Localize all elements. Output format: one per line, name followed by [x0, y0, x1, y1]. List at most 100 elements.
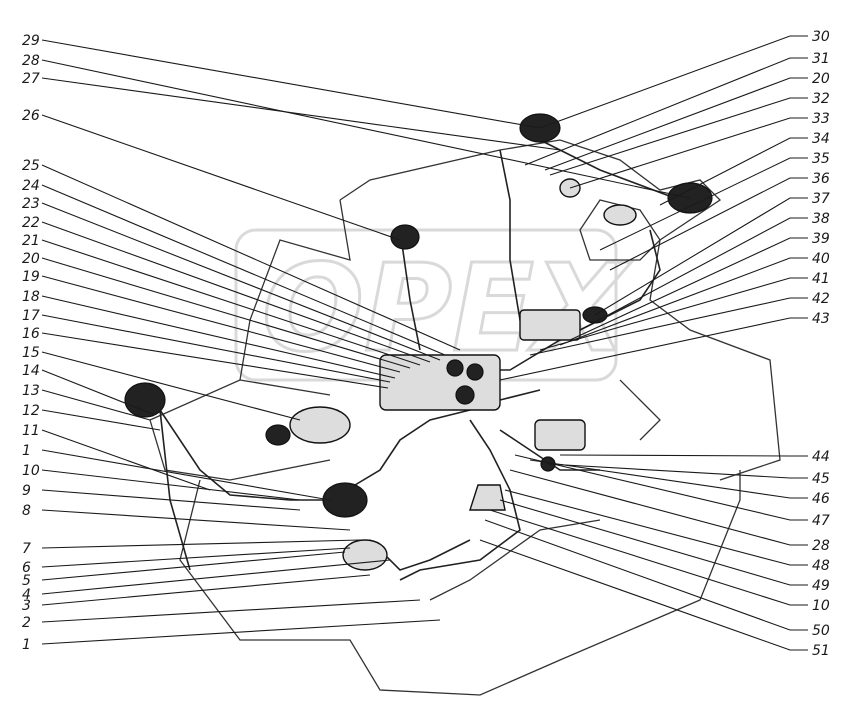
callout-number: 28 [812, 538, 830, 554]
right-callout-51: 51 [479, 539, 830, 659]
leader-line [539, 277, 808, 351]
ignition-coil [469, 484, 506, 511]
left-callout-19: 19 [22, 269, 401, 373]
leader-line [594, 197, 808, 316]
callout-number: 37 [812, 191, 830, 207]
left-callout-25: 25 [22, 158, 461, 351]
callout-number: 44 [812, 449, 830, 465]
right-callout-44: 44 [559, 449, 830, 465]
leader-line [41, 257, 411, 369]
leader-line [41, 77, 561, 151]
right-callout-37: 37 [594, 191, 830, 316]
callout-number: 7 [22, 541, 31, 557]
right-callout-52: 52 [812, 0, 830, 4]
leader-line [41, 389, 151, 421]
left-callout-1: 1 [22, 619, 441, 653]
right-callout-43: 43 [499, 311, 830, 381]
right-callout-10: 10 [489, 509, 830, 614]
right-callout-46: 46 [529, 459, 830, 507]
left-callout-26: 26 [22, 108, 401, 241]
leader-line [549, 97, 808, 176]
callout-number: 13 [22, 383, 40, 399]
right-callout-41: 41 [539, 271, 830, 351]
callout-number: 30 [812, 29, 830, 45]
leader-line [41, 351, 301, 421]
callout-number: 31 [812, 51, 830, 67]
callout-number: 52 [812, 0, 830, 4]
leader-line [569, 237, 808, 341]
callout-number: 23 [22, 196, 40, 212]
leader-line [41, 409, 161, 431]
right-callout-45: 45 [547, 463, 830, 487]
right-callout-38: 38 [579, 211, 830, 331]
left-callout-2: 2 [22, 599, 421, 631]
left-callouts: 2928272625242322212019181716151413121111… [22, 33, 691, 653]
leader-line [41, 239, 421, 366]
callout-number: 51 [812, 643, 830, 659]
leader-line [579, 217, 808, 331]
leader-line [509, 469, 808, 546]
right-callout-47: 47 [514, 454, 830, 529]
leader-line [41, 275, 401, 373]
fog-lamp [322, 482, 368, 518]
callout-number: 50 [812, 623, 830, 639]
left-callout-6: 6 [22, 547, 351, 576]
washer-reservoir-cap [603, 204, 637, 226]
callout-number: 10 [812, 598, 830, 614]
leader-line [41, 202, 441, 361]
callout-number: 15 [22, 345, 40, 361]
callout-number: 19 [22, 269, 40, 285]
relay-block [519, 309, 581, 341]
leader-line [41, 59, 691, 199]
leader-line [41, 369, 156, 416]
left-callout-15: 15 [22, 345, 301, 421]
right-callout-49: 49 [499, 499, 830, 594]
leader-line [41, 469, 301, 501]
callout-number: 4 [22, 587, 31, 603]
headlamp-left [124, 382, 166, 418]
starter-motor [289, 406, 351, 444]
leader-line [559, 257, 808, 346]
leader-line [547, 463, 808, 479]
callout-number: 29 [22, 33, 40, 49]
left-callout-23: 23 [22, 196, 441, 361]
right-callout-40: 40 [559, 251, 830, 346]
leader-line [41, 599, 421, 623]
leader-line [41, 221, 431, 363]
callout-number: 22 [22, 215, 40, 231]
leader-line [41, 509, 351, 531]
leader-line [41, 547, 351, 568]
left-callout-20: 20 [22, 251, 411, 369]
leader-line [41, 574, 371, 606]
callout-number: 36 [812, 171, 830, 187]
leader-line [529, 459, 808, 499]
callout-number: 2 [22, 615, 31, 631]
right-callouts: 3031203233343536373839404142434445464728… [480, 0, 830, 659]
left-callout-1: 1 [22, 443, 331, 501]
callout-number: 35 [812, 151, 830, 167]
left-callout-12: 12 [22, 403, 161, 431]
right-callout-31: 31 [524, 51, 830, 166]
vehicle-body-outline [149, 139, 781, 696]
left-callout-7: 7 [22, 539, 361, 557]
leader-line [544, 77, 808, 171]
gauge-2 [466, 363, 484, 381]
right-callout-35: 35 [599, 151, 830, 251]
callout-number: 39 [812, 231, 830, 247]
right-callout-50: 50 [484, 519, 830, 639]
callout-number: 43 [812, 311, 830, 327]
left-callout-3: 3 [22, 574, 371, 614]
gauge-1 [446, 359, 464, 377]
callout-number: 5 [22, 573, 31, 589]
callout-number: 12 [22, 403, 40, 419]
leader-line [489, 509, 808, 606]
wiper-motor [390, 224, 420, 250]
right-callout-32: 32 [549, 91, 830, 176]
leader-line [659, 137, 808, 206]
leader-line [559, 454, 808, 457]
callout-number: 40 [812, 251, 830, 267]
leader-line [569, 117, 808, 189]
leader-line [41, 39, 541, 129]
callout-number: 6 [22, 560, 31, 576]
leader-line [504, 489, 808, 566]
